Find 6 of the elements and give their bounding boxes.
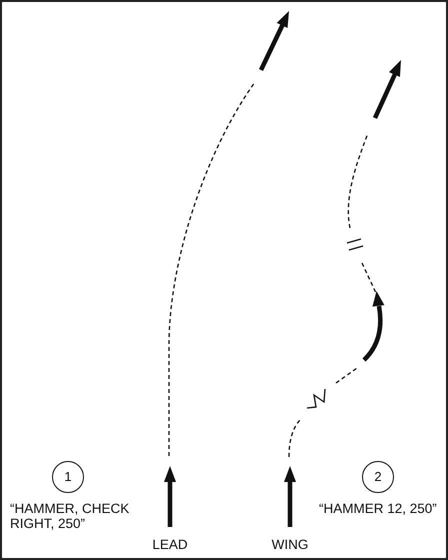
radio-call-text: “HAMMER, CHECK RIGHT, 250” bbox=[10, 501, 130, 531]
numbered-circle: 1 bbox=[52, 461, 84, 493]
aircraft-label: LEAD bbox=[152, 537, 188, 552]
aircraft-label: WING bbox=[272, 537, 308, 552]
numbered-circle: 2 bbox=[362, 461, 394, 493]
radio-call-text: “HAMMER 12, 250” bbox=[319, 501, 437, 516]
